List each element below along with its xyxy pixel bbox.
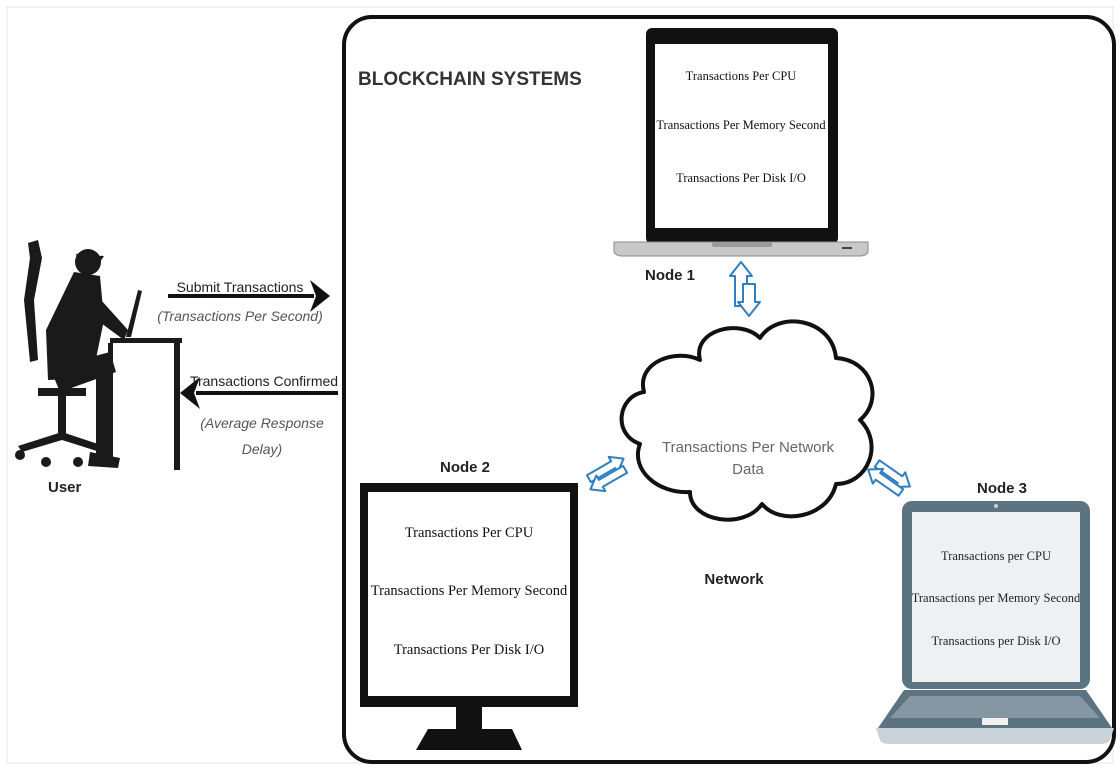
user-silhouette-icon	[15, 240, 182, 470]
network-cloud-icon	[619, 319, 875, 522]
node2-network-link-icon	[585, 455, 629, 493]
node3-laptop-icon	[876, 501, 1114, 744]
node3-label: Node 3	[977, 480, 1027, 497]
submit-transactions-label: Submit Transactions	[177, 279, 304, 295]
average-response-line2: Delay)	[242, 441, 282, 457]
node1-metric-cpu: Transactions Per CPU	[686, 69, 797, 83]
submit-arrow	[168, 280, 330, 312]
node2-monitor-icon	[360, 483, 578, 750]
blockchain-system-boundary	[342, 15, 1116, 764]
node3-metric-memory: Transactions per Memory Second	[912, 591, 1081, 605]
node1-metric-disk: Transactions Per Disk I/O	[676, 171, 806, 185]
node1-network-link-icon	[729, 261, 761, 317]
system-title: BLOCKCHAIN SYSTEMS	[358, 69, 582, 90]
average-response-line1: (Average Response	[200, 415, 324, 431]
network-metric-line1: Transactions Per Network	[662, 439, 835, 456]
node2-metric-memory: Transactions Per Memory Second	[371, 583, 568, 599]
node2-metric-cpu: Transactions Per CPU	[405, 525, 534, 541]
node1-metric-memory: Transactions Per Memory Second	[656, 118, 826, 132]
node3-metric-disk: Transactions per Disk I/O	[931, 634, 1060, 648]
node2-metric-disk: Transactions Per Disk I/O	[394, 642, 545, 658]
network-metric-line2: Data	[732, 461, 764, 478]
node3-metric-cpu: Transactions per CPU	[941, 549, 1051, 563]
transactions-per-second-label: (Transactions Per Second)	[157, 308, 322, 324]
confirm-arrow	[180, 377, 338, 409]
transactions-confirmed-label: Transactions Confirmed	[190, 373, 338, 389]
node1-label: Node 1	[645, 267, 695, 284]
user-label: User	[48, 479, 82, 496]
node1-laptop-icon	[613, 28, 869, 257]
network-label: Network	[704, 571, 764, 588]
node2-label: Node 2	[440, 459, 490, 476]
node3-network-link-icon	[867, 459, 911, 497]
